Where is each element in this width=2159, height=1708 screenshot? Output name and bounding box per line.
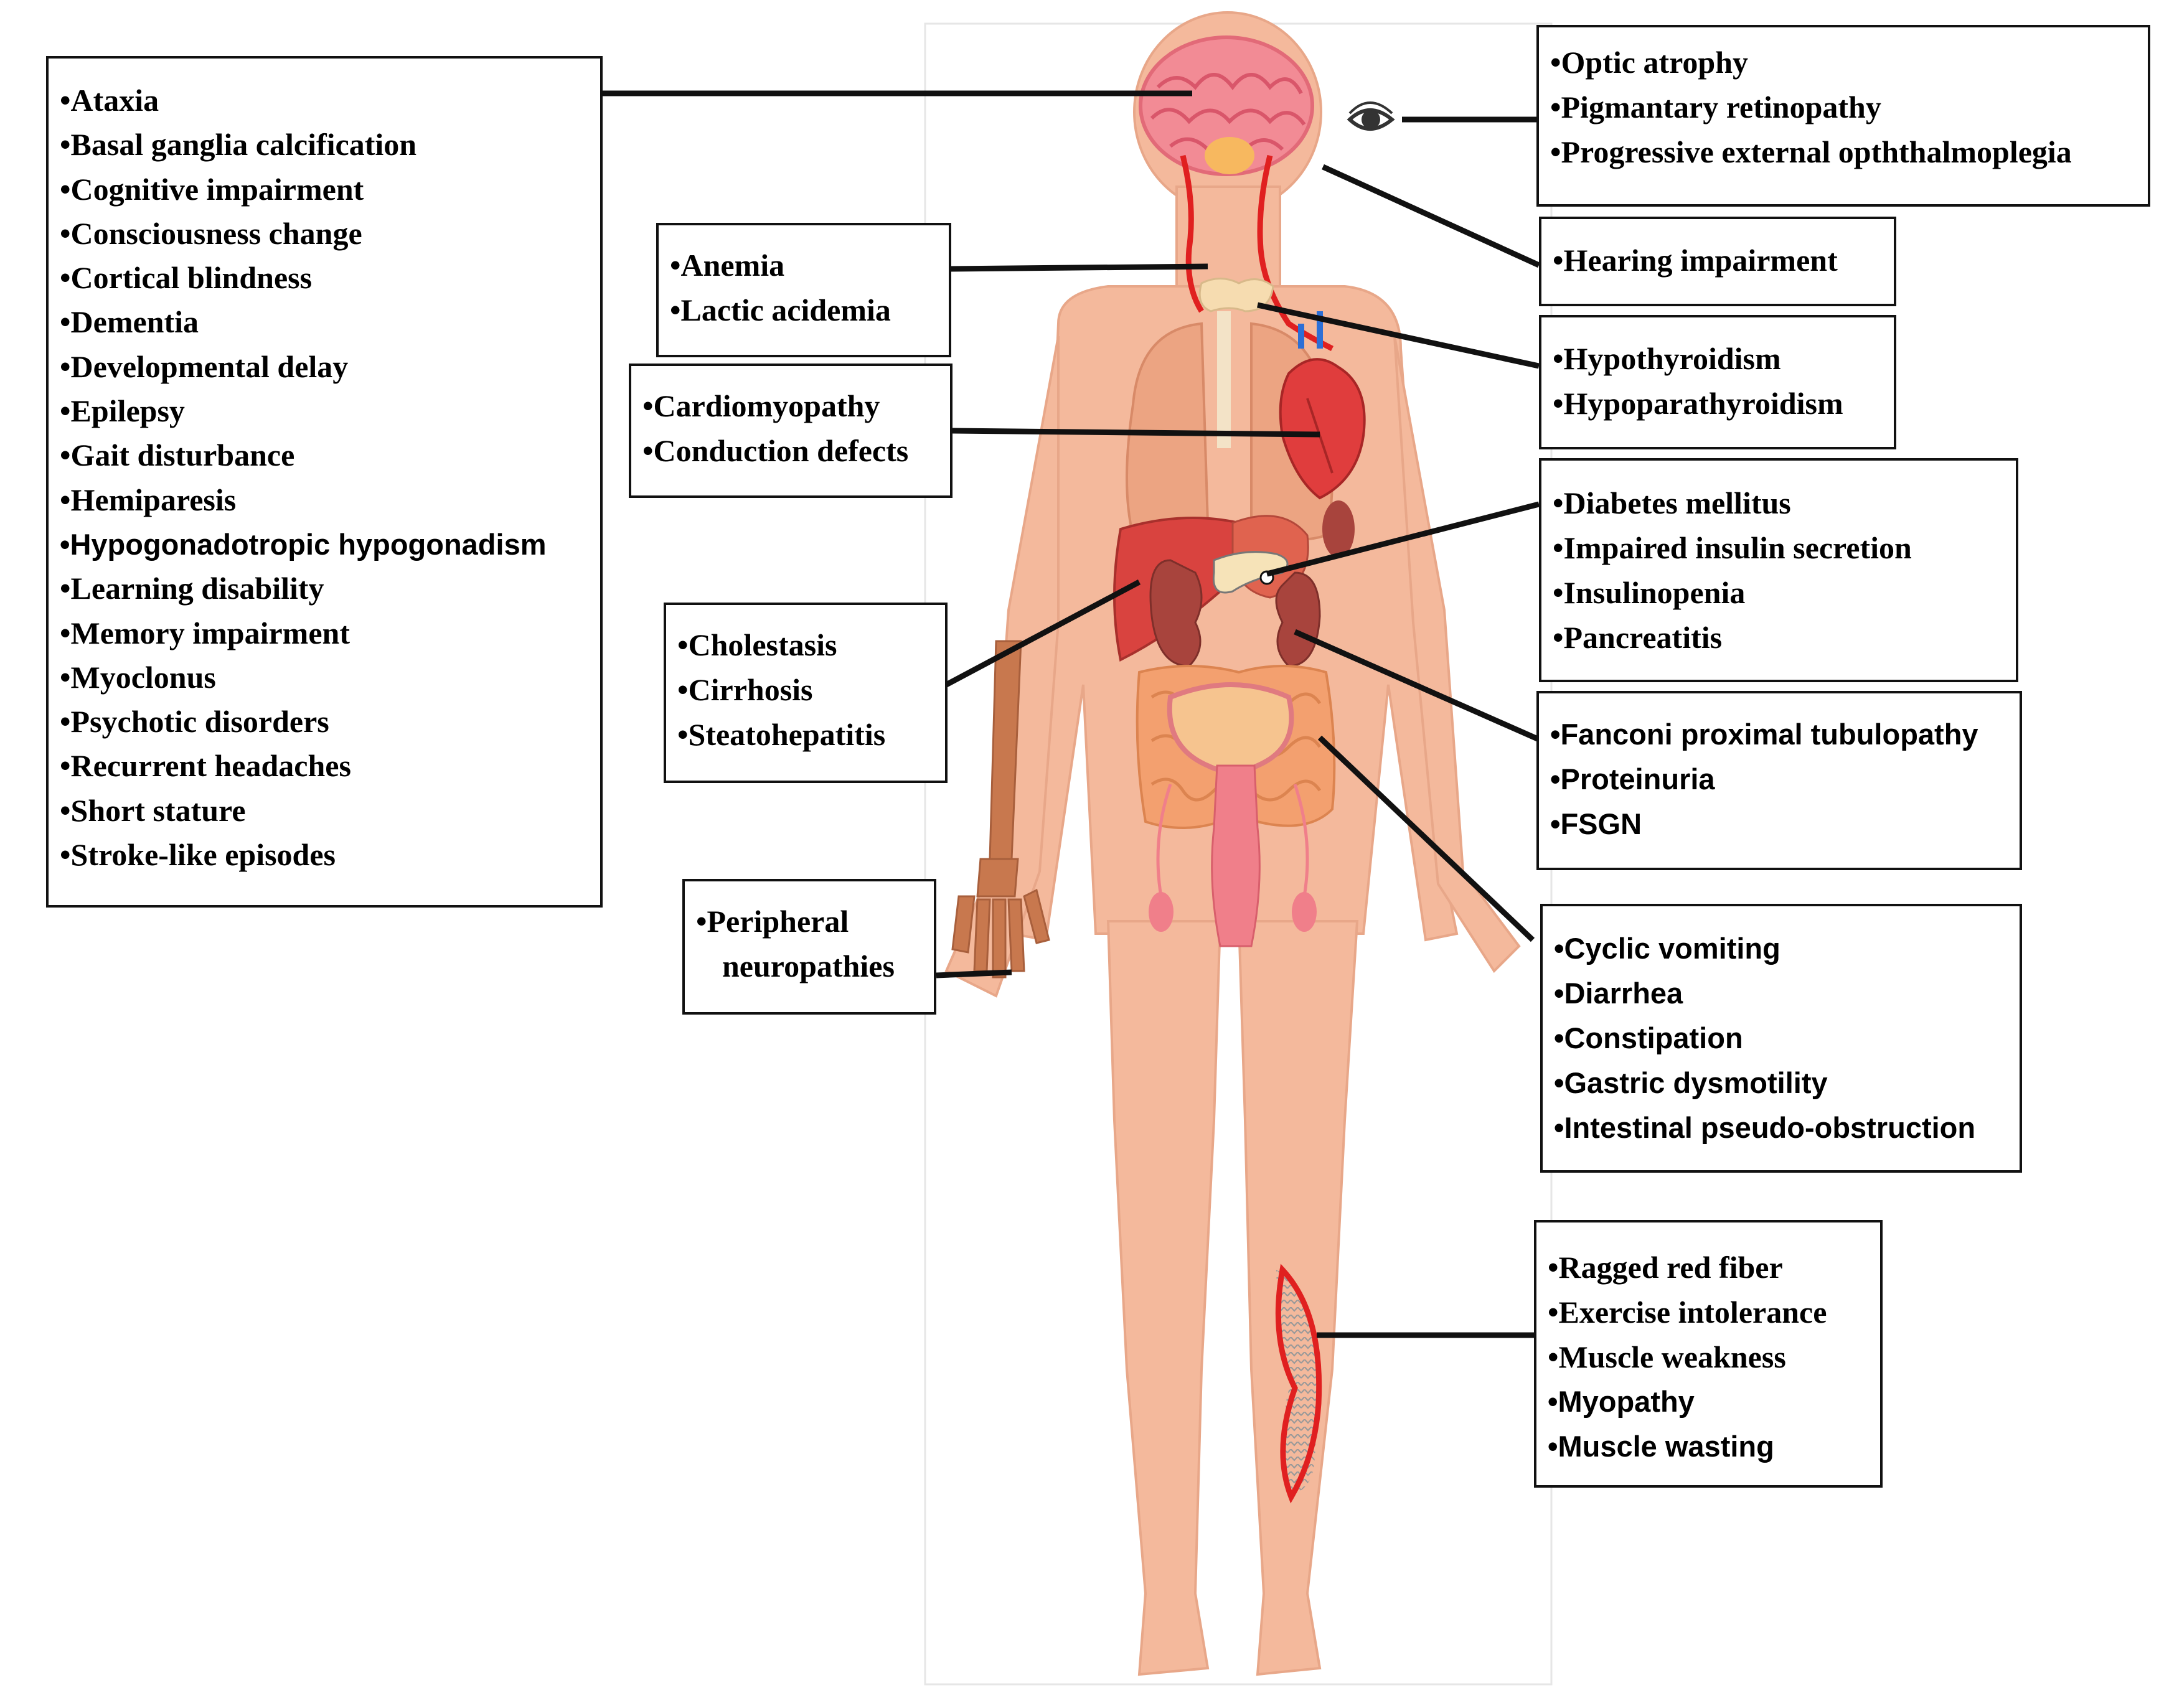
symptom-item: Intestinal pseudo-obstruction bbox=[1554, 1105, 2010, 1150]
symptom-item: Impaired insulin secretion bbox=[1553, 525, 2006, 570]
connector-pancreas bbox=[1266, 501, 1540, 577]
symptom-item: Muscle weakness bbox=[1548, 1335, 1870, 1379]
symptom-item: Consciousness change bbox=[60, 212, 590, 256]
heart-symptoms-box: Cardiomyopathy Conduction defects bbox=[629, 364, 952, 498]
symptom-item: Conduction defects bbox=[642, 428, 940, 473]
muscle-symptoms-box: Ragged red fiber Exercise intolerance Mu… bbox=[1534, 1220, 1883, 1488]
symptom-item: neuropathies bbox=[722, 949, 895, 983]
brain-icon bbox=[1139, 35, 1314, 176]
spleen-icon bbox=[1322, 500, 1355, 558]
symptom-item: Myoclonus bbox=[60, 655, 590, 700]
symptom-item: Ragged red fiber bbox=[1548, 1245, 1870, 1290]
eye-symptoms-box: Optic atrophy Pigmantary retinopathy Pro… bbox=[1536, 25, 2150, 207]
symptom-item: Lactic acidemia bbox=[670, 288, 939, 332]
symptom-item: Ataxia bbox=[60, 78, 590, 123]
symptom-item: Muscle wasting bbox=[1548, 1424, 1870, 1469]
symptom-item: Short stature bbox=[60, 789, 590, 833]
connector-lines bbox=[601, 90, 1540, 1338]
ear-symptoms-box: Hearing impairment bbox=[1539, 217, 1896, 306]
symptom-item: Cyclic vomiting bbox=[1554, 926, 2010, 971]
symptom-item: Pancreatitis bbox=[1553, 615, 2006, 660]
symptom-item: Cortical blindness bbox=[60, 256, 590, 300]
symptom-item: Peripheral bbox=[696, 899, 924, 944]
symptom-item: Hypogonadotropic hypogonadism bbox=[60, 522, 590, 566]
symptom-item: Hemiparesis bbox=[60, 478, 590, 522]
symptom-item: Insulinopenia bbox=[1553, 570, 2006, 615]
endocrine-symptoms-box: Hypothyroidism Hypoparathyroidism bbox=[1539, 315, 1896, 449]
symptom-item: Diarrhea bbox=[1554, 971, 2010, 1016]
gi-symptoms-box: Cyclic vomiting Diarrhea Constipation Ga… bbox=[1540, 904, 2022, 1173]
symptom-item: Hypothyroidism bbox=[1553, 336, 1884, 381]
connector-thyroid bbox=[1257, 302, 1540, 369]
symptom-item: Stroke-like episodes bbox=[60, 833, 590, 877]
thyroid-icon bbox=[1198, 278, 1274, 312]
symptom-item: Pigmantary retinopathy bbox=[1550, 85, 2138, 129]
symptom-item: Basal ganglia calcification bbox=[60, 123, 590, 167]
bladder-icon bbox=[1149, 682, 1317, 947]
symptom-item: Recurrent headaches bbox=[60, 744, 590, 788]
symptom-item: Cholestasis bbox=[677, 622, 935, 667]
connector-heart bbox=[952, 428, 1320, 438]
connector-blood bbox=[949, 263, 1208, 272]
symptom-item: Memory impairment bbox=[60, 611, 590, 655]
symptom-item: Cognitive impairment bbox=[60, 167, 590, 212]
connector-ear bbox=[1322, 164, 1540, 268]
symptom-item: Anemia bbox=[670, 243, 939, 288]
connector-liver bbox=[944, 580, 1141, 687]
symptom-item: Progressive external opththalmoplegia bbox=[1550, 129, 2138, 174]
connector-nerve bbox=[936, 969, 1012, 978]
symptom-item: Myopathy bbox=[1548, 1379, 1870, 1424]
trachea-icon bbox=[1217, 311, 1231, 448]
arm-bone-icon bbox=[951, 640, 1050, 978]
brain-symptoms-box: Ataxia Basal ganglia calcification Cogni… bbox=[46, 56, 603, 908]
eye-icon bbox=[1347, 101, 1395, 131]
connector-kidney bbox=[1294, 629, 1540, 743]
symptom-item: Optic atrophy bbox=[1550, 40, 2138, 85]
symptom-item: Exercise intolerance bbox=[1548, 1290, 1870, 1335]
symptom-item: Gastric dysmotility bbox=[1554, 1061, 2010, 1105]
symptom-item: Hypoparathyroidism bbox=[1553, 381, 1884, 426]
symptom-item: FSGN bbox=[1550, 802, 2010, 847]
symptom-item: Diabetes mellitus bbox=[1553, 481, 2006, 525]
symptom-item: Psychotic disorders bbox=[60, 700, 590, 744]
symptom-item: Steatohepatitis bbox=[677, 712, 935, 757]
blood-symptoms-box: Anemia Lactic acidemia bbox=[656, 223, 951, 357]
symptom-item: Dementia bbox=[60, 300, 590, 344]
symptom-item: Gait disturbance bbox=[60, 433, 590, 477]
symptom-item: Cirrhosis bbox=[677, 667, 935, 712]
symptom-item: Fanconi proximal tubulopathy bbox=[1550, 712, 2010, 757]
symptom-item: Epilepsy bbox=[60, 389, 590, 433]
kidney-symptoms-box: Fanconi proximal tubulopathy Proteinuria… bbox=[1536, 691, 2022, 870]
heart-icon bbox=[1279, 311, 1366, 500]
pancreas-symptoms-box: Diabetes mellitus Impaired insulin secre… bbox=[1539, 458, 2018, 682]
symptom-item: Cardiomyopathy bbox=[642, 383, 940, 428]
symptom-item: Constipation bbox=[1554, 1016, 2010, 1061]
liver-symptoms-box: Cholestasis Cirrhosis Steatohepatitis bbox=[664, 603, 948, 783]
symptom-item: Developmental delay bbox=[60, 345, 590, 389]
symptom-item: Learning disability bbox=[60, 566, 590, 611]
nerve-symptoms-box: Peripheral neuropathies bbox=[682, 879, 936, 1015]
symptom-item: Proteinuria bbox=[1550, 757, 2010, 802]
connector-gi bbox=[1317, 735, 1535, 942]
muscle-outline bbox=[1275, 1264, 1322, 1504]
symptom-item: Hearing impairment bbox=[1553, 238, 1884, 283]
